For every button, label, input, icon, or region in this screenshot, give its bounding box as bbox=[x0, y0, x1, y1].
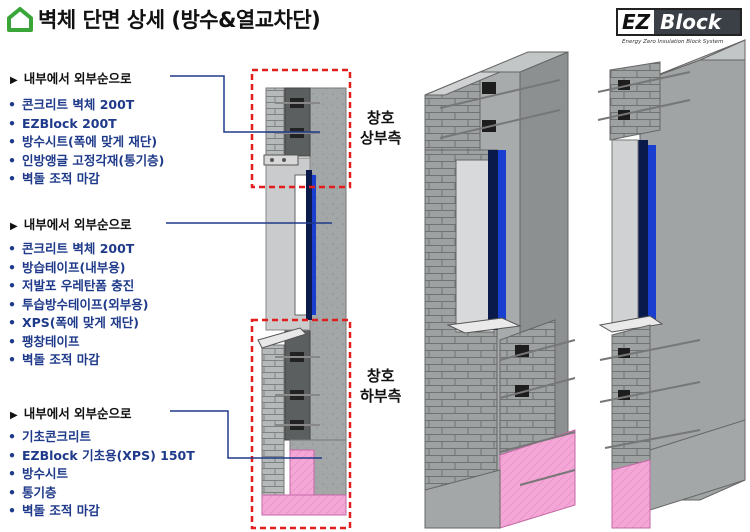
list-item: 콘크리트 벽체 200T bbox=[8, 96, 164, 115]
list-item: 방습테이프(내부용) bbox=[8, 259, 148, 278]
list-item: 벽돌 조적 마감 bbox=[8, 170, 164, 189]
logo-subtitle: Energy Zero Insulation Block System bbox=[622, 39, 724, 45]
section-2-list: 콘크리트 벽체 200T 방습테이프(내부용) 저발포 우레탄폼 충진 투습방수… bbox=[8, 240, 148, 370]
play-arrow-icon: ▶ bbox=[10, 221, 18, 232]
list-item: 저발포 우레탄폼 충진 bbox=[8, 277, 148, 296]
list-item: 기초콘크리트 bbox=[8, 428, 195, 447]
list-item: XPS(폭에 맞게 재단) bbox=[8, 314, 148, 333]
ezblock-logo: EZ Block Energy Zero Insulation Block Sy… bbox=[616, 8, 744, 54]
page-title: 벽체 단면 상세 (방수&열교차단) bbox=[38, 8, 321, 32]
logo-ez: EZ bbox=[618, 10, 655, 34]
list-item: 팽창테이프 bbox=[8, 333, 148, 352]
list-item: EZBlock 기초용(XPS) 150T bbox=[8, 447, 195, 466]
list-item: 투습방수테이프(외부용) bbox=[8, 296, 148, 315]
list-item: 인방앵글 고정각재(통기층) bbox=[8, 152, 164, 171]
list-item: 콘크리트 벽체 200T bbox=[8, 240, 148, 259]
callout-lines bbox=[166, 75, 332, 459]
play-arrow-icon: ▶ bbox=[10, 410, 18, 421]
upper-highlight-box bbox=[250, 68, 352, 189]
section-1-list: 콘크리트 벽체 200T EZBlock 200T 방수시트(폭에 맞게 재단)… bbox=[8, 96, 164, 189]
section-2-heading: ▶내부에서 외부순으로 bbox=[10, 217, 132, 232]
list-item: 벽돌 조적 마감 bbox=[8, 351, 148, 370]
section-1-heading: ▶내부에서 외부순으로 bbox=[10, 71, 132, 86]
section-3-heading: ▶내부에서 외부순으로 bbox=[10, 406, 132, 421]
list-item: 방수시트(폭에 맞게 재단) bbox=[8, 133, 164, 152]
lower-highlight-box bbox=[250, 318, 352, 530]
list-item: 벽돌 조적 마감 bbox=[8, 502, 195, 521]
home-icon bbox=[7, 7, 33, 32]
logo-block: Block bbox=[654, 10, 740, 34]
center-section bbox=[257, 87, 347, 516]
list-item: 방수시트 bbox=[8, 465, 195, 484]
isometric-view-left bbox=[424, 51, 576, 529]
list-item: 통기층 bbox=[8, 484, 195, 503]
list-item: EZBlock 200T bbox=[8, 115, 164, 134]
play-arrow-icon: ▶ bbox=[10, 75, 18, 86]
isometric-view-right bbox=[597, 39, 746, 529]
section-3-list: 기초콘크리트 EZBlock 기초용(XPS) 150T 방수시트 통기층 벽돌… bbox=[8, 428, 195, 521]
